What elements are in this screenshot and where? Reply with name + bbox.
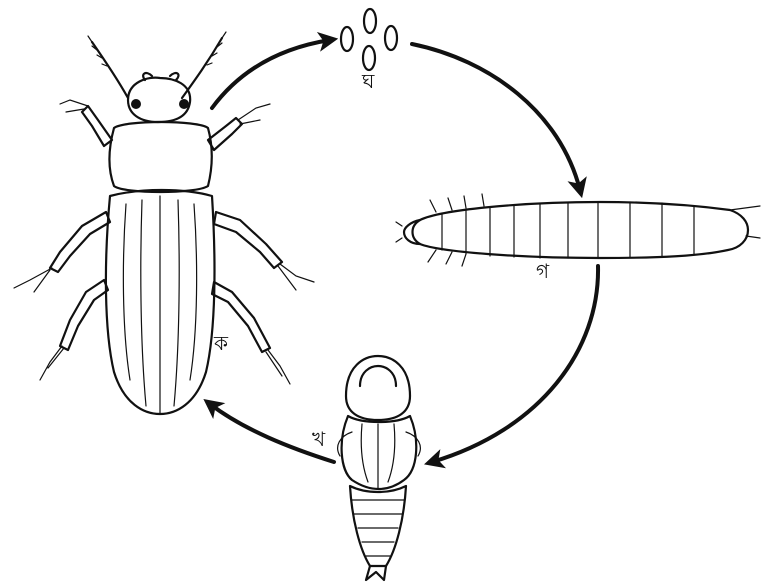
left-hind-leg xyxy=(60,280,108,350)
pupa-tail xyxy=(366,566,386,580)
pupa-thorax xyxy=(342,416,417,489)
beetle-thorax xyxy=(110,122,212,192)
egg xyxy=(364,9,376,33)
label-eggs: ঘ xyxy=(361,69,375,93)
label-larva: গ xyxy=(536,259,550,283)
right-eye xyxy=(179,99,189,109)
adult-beetle: ক xyxy=(14,32,314,414)
egg xyxy=(363,46,375,70)
larva-body xyxy=(413,202,749,258)
right-front-leg xyxy=(208,118,242,150)
label-pupa: খ xyxy=(312,427,326,451)
larva: গ xyxy=(396,194,760,283)
pupa-abdomen xyxy=(350,486,406,566)
pupa: খ xyxy=(312,356,420,580)
left-middle-leg xyxy=(50,212,110,272)
eggs: ঘ xyxy=(341,9,397,93)
arrow-adult-to-eggs xyxy=(212,40,330,108)
left-front-leg xyxy=(82,106,112,146)
egg xyxy=(385,26,397,50)
egg xyxy=(341,27,353,51)
left-eye xyxy=(131,99,141,109)
right-middle-leg xyxy=(214,212,282,268)
label-adult: ক xyxy=(213,331,229,355)
arrow-eggs-to-larva xyxy=(412,44,580,190)
arrow-larva-to-pupa xyxy=(432,266,598,462)
